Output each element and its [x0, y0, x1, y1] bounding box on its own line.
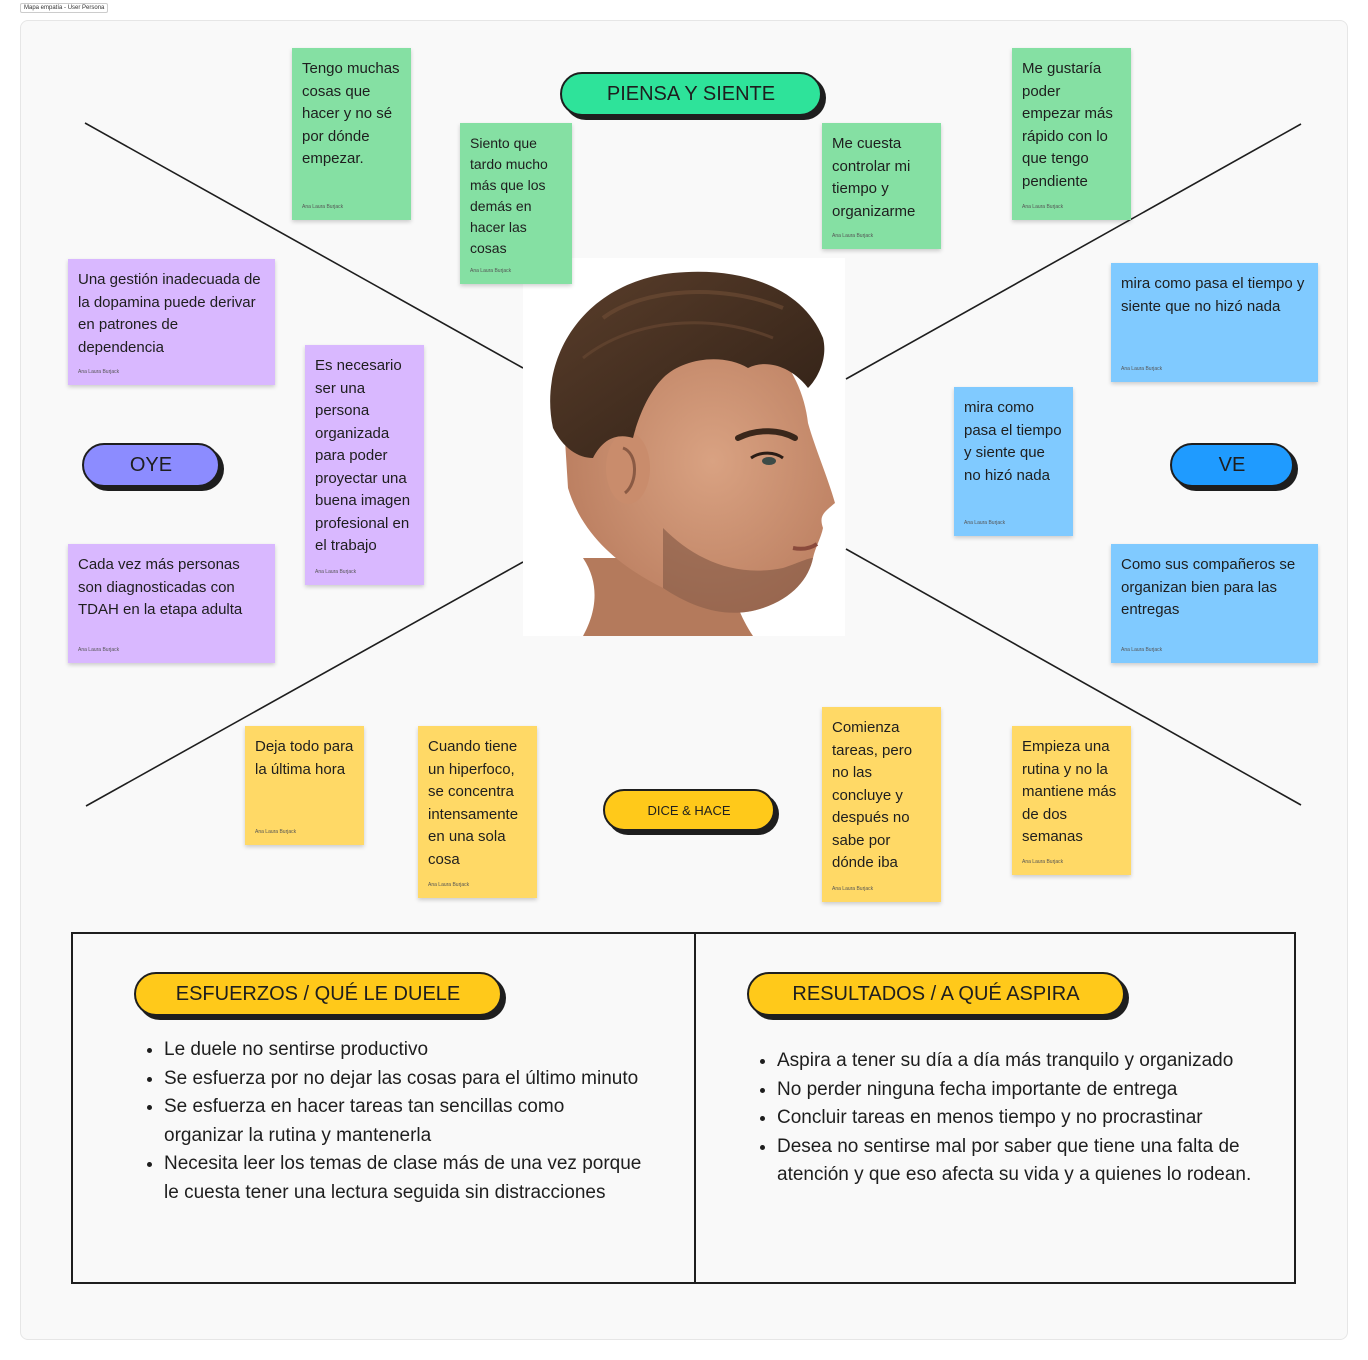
pill-label: RESULTADOS / A QUÉ ASPIRA	[792, 982, 1080, 1005]
sticky-note-yellow-2[interactable]: Cuando tiene un hiperfoco, se concentra …	[418, 726, 537, 898]
note-text: Comienza tareas, pero no las concluye y …	[832, 719, 913, 871]
list-item: No perder ninguna fecha importante de en…	[777, 1076, 1255, 1105]
list-item: Desea no sentirse mal por saber que tien…	[777, 1133, 1255, 1190]
pill-label: PIENSA Y SIENTE	[606, 82, 776, 105]
pill-label: OYE	[129, 453, 173, 476]
pill-piensa-y-siente[interactable]: PIENSA Y SIENTE	[560, 72, 822, 116]
sticky-note-green-3[interactable]: Me cuesta controlar mi tiempo y organiza…	[822, 123, 941, 249]
pill-esfuerzos[interactable]: ESFUERZOS / QUÉ LE DUELE	[134, 972, 502, 1016]
sticky-note-yellow-1[interactable]: Deja todo para la última hora Ana Laura …	[245, 726, 364, 845]
sticky-note-blue-3[interactable]: Como sus compañeros se organizan bien pa…	[1111, 544, 1318, 663]
pill-label: DICE & HACE	[647, 802, 731, 818]
sticky-note-yellow-4[interactable]: Empieza una rutina y no la mantiene más …	[1012, 726, 1131, 875]
persona-portrait	[523, 258, 845, 636]
note-text: Deja todo para la última hora	[255, 738, 354, 778]
pill-label: VE	[1218, 453, 1246, 476]
note-author: Ana Laura Burjack	[315, 569, 357, 575]
note-author: Ana Laura Burjack	[1121, 366, 1163, 372]
pill-label: ESFUERZOS / QUÉ LE DUELE	[175, 982, 461, 1005]
sticky-note-green-2[interactable]: Siento que tardo mucho más que los demás…	[460, 123, 572, 284]
sticky-note-green-4[interactable]: Me gustaría poder empezar más rápido con…	[1012, 48, 1131, 220]
note-text: Como sus compañeros se organizan bien pa…	[1121, 556, 1296, 618]
canvas-frame	[20, 20, 1348, 1340]
note-author: Ana Laura Burjack	[832, 233, 874, 239]
note-text: mira como pasa el tiempo y siente que no…	[1121, 275, 1305, 315]
line-bottom-right	[845, 548, 1302, 806]
note-author: Ana Laura Burjack	[470, 268, 512, 274]
note-text: mira como pasa el tiempo y siente que no…	[964, 399, 1062, 484]
note-author: Ana Laura Burjack	[302, 204, 344, 210]
frame-label[interactable]: Mapa empatía - User Persona	[20, 3, 109, 13]
list-item: Le duele no sentirse productivo	[164, 1036, 644, 1065]
pill-dice-y-hace[interactable]: DICE & HACE	[603, 789, 775, 831]
sticky-note-yellow-3[interactable]: Comienza tareas, pero no las concluye y …	[822, 707, 941, 902]
esfuerzos-list: Le duele no sentirse productivo Se esfue…	[142, 1036, 644, 1207]
note-author: Ana Laura Burjack	[1121, 647, 1163, 653]
sticky-note-purple-1[interactable]: Una gestión inadecuada de la dopamina pu…	[68, 259, 275, 385]
note-text: Cada vez más personas son diagnosticadas…	[78, 556, 243, 618]
note-author: Ana Laura Burjack	[832, 886, 874, 892]
note-text: Empieza una rutina y no la mantiene más …	[1022, 738, 1117, 845]
note-author: Ana Laura Burjack	[255, 829, 297, 835]
list-item: Se esfuerza en hacer tareas tan sencilla…	[164, 1093, 644, 1150]
line-top-left	[84, 122, 524, 369]
line-top-right	[845, 123, 1302, 380]
pill-ve[interactable]: VE	[1170, 443, 1294, 487]
note-text: Cuando tiene un hiperfoco, se concentra …	[428, 738, 519, 868]
note-text: Siento que tardo mucho más que los demás…	[470, 135, 548, 256]
sticky-note-blue-1[interactable]: mira como pasa el tiempo y siente que no…	[1111, 263, 1318, 382]
bottom-table-divider	[694, 932, 696, 1284]
note-author: Ana Laura Burjack	[78, 647, 120, 653]
list-item: Necesita leer los temas de clase más de …	[164, 1150, 644, 1207]
note-text: Una gestión inadecuada de la dopamina pu…	[78, 271, 261, 356]
list-item: Aspira a tener su día a día más tranquil…	[777, 1047, 1255, 1076]
persona-portrait-illustration	[550, 271, 835, 636]
note-author: Ana Laura Burjack	[78, 369, 120, 375]
list-item: Se esfuerza por no dejar las cosas para …	[164, 1065, 644, 1094]
note-author: Ana Laura Burjack	[964, 520, 1006, 526]
pill-resultados[interactable]: RESULTADOS / A QUÉ ASPIRA	[747, 972, 1125, 1016]
note-text: Me cuesta controlar mi tiempo y organiza…	[832, 135, 916, 220]
note-text: Me gustaría poder empezar más rápido con…	[1022, 60, 1113, 190]
line-bottom-left	[85, 561, 524, 807]
note-author: Ana Laura Burjack	[1022, 204, 1064, 210]
pill-oye[interactable]: OYE	[82, 443, 220, 487]
note-text: Tengo muchas cosas que hacer y no sé por…	[302, 60, 400, 167]
note-author: Ana Laura Burjack	[428, 882, 470, 888]
note-author: Ana Laura Burjack	[1022, 859, 1064, 865]
sticky-note-purple-2[interactable]: Es necesario ser una persona organizada …	[305, 345, 424, 585]
bottom-table	[71, 932, 1296, 1284]
sticky-note-purple-3[interactable]: Cada vez más personas son diagnosticadas…	[68, 544, 275, 663]
sticky-note-green-1[interactable]: Tengo muchas cosas que hacer y no sé por…	[292, 48, 411, 220]
list-item: Concluir tareas en menos tiempo y no pro…	[777, 1104, 1255, 1133]
resultados-list: Aspira a tener su día a día más tranquil…	[755, 1047, 1255, 1190]
sticky-note-blue-2[interactable]: mira como pasa el tiempo y siente que no…	[954, 387, 1073, 536]
note-text: Es necesario ser una persona organizada …	[315, 357, 411, 554]
